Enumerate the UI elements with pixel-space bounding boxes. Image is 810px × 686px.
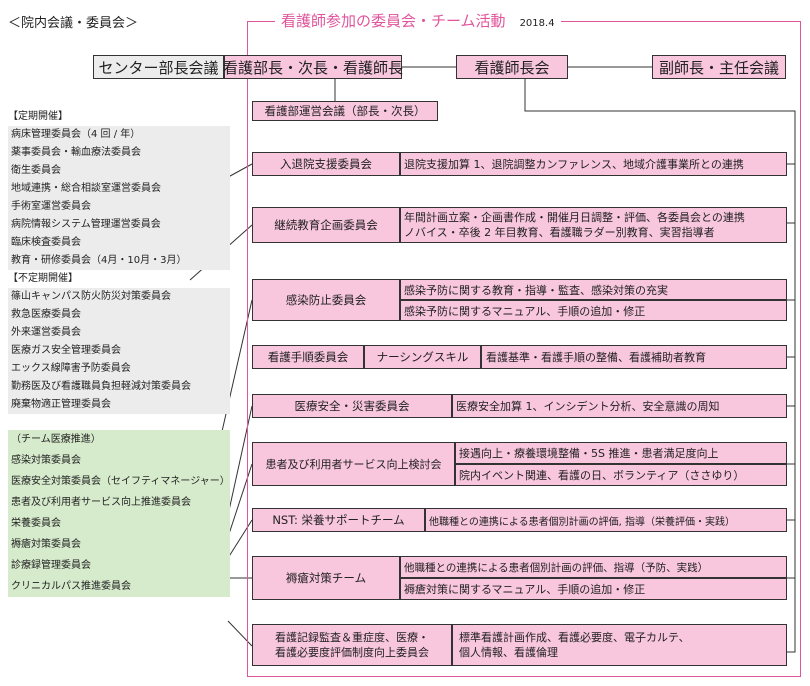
date-label: 2018.4 (519, 18, 555, 29)
committee-name: 継続教育企画委員会 (252, 207, 400, 243)
committee-detail-group: 年間計画立案・企画書作成・開催月日調整・評価、各委員会との連携 ノバイス・卒後 … (400, 207, 787, 243)
list-item: エックス線障害予防委員会 (11, 363, 131, 374)
committee-detail: 年間計画立案・企画書作成・開催月日調整・評価、各委員会との連携 (404, 211, 745, 224)
director-meeting-box: 看護部長・次長・看護師長 (223, 55, 403, 79)
committee-detail: 看護基準・看護手順の整備、看護補助者教育 (481, 345, 787, 369)
list-item: 地域連携・総合相談室運営委員会 (11, 183, 161, 194)
irregular-list: 篠山キャンパス防火防災対策委員会 救急医療委員会 外来運営委員会 医療ガス安全管… (8, 288, 230, 414)
committee-detail: 院内イベント関連、看護の日、ボランティア（ささゆり） (455, 464, 787, 486)
committee-name: 感染防止委員会 (252, 279, 400, 321)
list-item: 医療ガス安全管理委員会 (11, 345, 121, 356)
list-item: 廃棄物適正管理委員会 (11, 399, 111, 410)
committee-name: 褥瘡対策チーム (252, 556, 400, 600)
main-title: 看護師参加の委員会・チーム活動 2018.4 (275, 10, 561, 31)
list-item: 栄養委員会 (11, 518, 61, 529)
list-item: 診療録管理委員会 (11, 560, 91, 571)
center-meeting-box: センター部長会議 (93, 55, 224, 79)
list-item: 勤務医及び看護職員負担軽減対策委員会 (11, 381, 191, 392)
list-item: 患者及び利用者サービス向上推進委員会 (11, 497, 191, 508)
committee-detail: 標準看護計画作成、看護必要度、電子カルテ、 (459, 631, 690, 644)
team-list: （チーム医療推進） 感染対策委員会 医療安全対策委員会（セイフティマネージャー）… (8, 430, 230, 597)
list-item: 病床管理委員会（4 回 / 年） (11, 129, 141, 140)
regular-list: 病床管理委員会（4 回 / 年） 薬事委員会・輸血療法委員会 衛生委員会 地域連… (8, 126, 230, 270)
committee-detail: 感染予防に関する教育・指導・監査、感染対策の充実 (400, 279, 787, 300)
list-item: クリニカルパス推進委員会 (11, 581, 131, 592)
committee-name: 看護必要度評価制度向上委員会 (275, 646, 429, 659)
left-list: 【定期開催】 病床管理委員会（4 回 / 年） 薬事委員会・輸血療法委員会 衛生… (8, 108, 230, 597)
main-title-text: 看護師参加の委員会・チーム活動 (281, 12, 506, 30)
list-item: 薬事委員会・輸血療法委員会 (11, 147, 141, 158)
list-item: 医療安全対策委員会（セイフティマネージャー） (11, 476, 230, 487)
left-section-title: ＜院内会議・委員会＞ (8, 16, 139, 31)
committee-name: 患者及び利用者サービス向上検討会 (252, 442, 455, 486)
list-item: 臨床検査委員会 (11, 237, 81, 248)
committee-detail: ノバイス・卒後 2 年目教育、看護職ラダー別教育、実習指導者 (404, 226, 715, 239)
committee-detail: 褥瘡対策に関するマニュアル、手順の追加・修正 (400, 578, 787, 600)
committee-detail-group: 標準看護計画作成、看護必要度、電子カルテ、 個人情報、看護倫理 (452, 624, 787, 666)
list-item: 褥瘡対策委員会 (11, 539, 81, 550)
list-item: 衛生委員会 (11, 165, 61, 176)
management-meeting-box: 看護部運営会議（部長・次長） (252, 101, 438, 121)
list-item: 教育・研修委員会（4月・10月・3月） (11, 255, 187, 266)
list-item: 外来運営委員会 (11, 327, 81, 338)
committee-name: NST: 栄養サポートチーム (252, 508, 425, 532)
committee-detail: 医療安全加算 1、インシデント分析、安全意識の周知 (452, 394, 787, 418)
regular-header: 【定期開催】 (8, 111, 68, 122)
list-item: 篠山キャンパス防火防災対策委員会 (11, 291, 171, 302)
committee-name: 看護手順委員会 (252, 345, 364, 369)
committee-detail: 個人情報、看護倫理 (459, 646, 558, 659)
committee-name: 医療安全・災害委員会 (252, 394, 452, 418)
team-header: （チーム医療推進） (11, 434, 101, 445)
committee-name: 入退院支援委員会 (252, 152, 400, 176)
committee-detail: 退院支援加算 1、退院調整カンファレンス、地域介護事業所との連携 (400, 152, 787, 176)
list-item: 救急医療委員会 (11, 309, 81, 320)
list-item: 手術室運営委員会 (11, 201, 91, 212)
committee-detail: 感染予防に関するマニュアル、手順の追加・修正 (400, 300, 787, 321)
committee-name: 看護記録監査＆重症度、医療・ (275, 631, 429, 644)
committee-name-group: 看護記録監査＆重症度、医療・ 看護必要度評価制度向上委員会 (252, 624, 452, 666)
head-nurse-meeting-box: 看護師長会 (456, 55, 568, 79)
list-item: 病院情報システム管理運営委員会 (11, 219, 161, 230)
list-item: 感染対策委員会 (11, 455, 81, 466)
committee-detail: 接遇向上・療養環境整備・5S 推進・患者満足度向上 (455, 442, 787, 464)
irregular-header: 【不定期開催】 (8, 273, 78, 284)
vice-meeting-box: 副師長・主任会議 (652, 55, 786, 79)
committee-detail: 他職種との連携による患者個別計画の評価、指導（予防、実践） (400, 556, 787, 578)
committee-detail: 他職種との連携による患者個別計画の評価, 指導（栄養評価・実践） (425, 508, 787, 532)
committee-sub: ナーシングスキル (364, 345, 481, 369)
